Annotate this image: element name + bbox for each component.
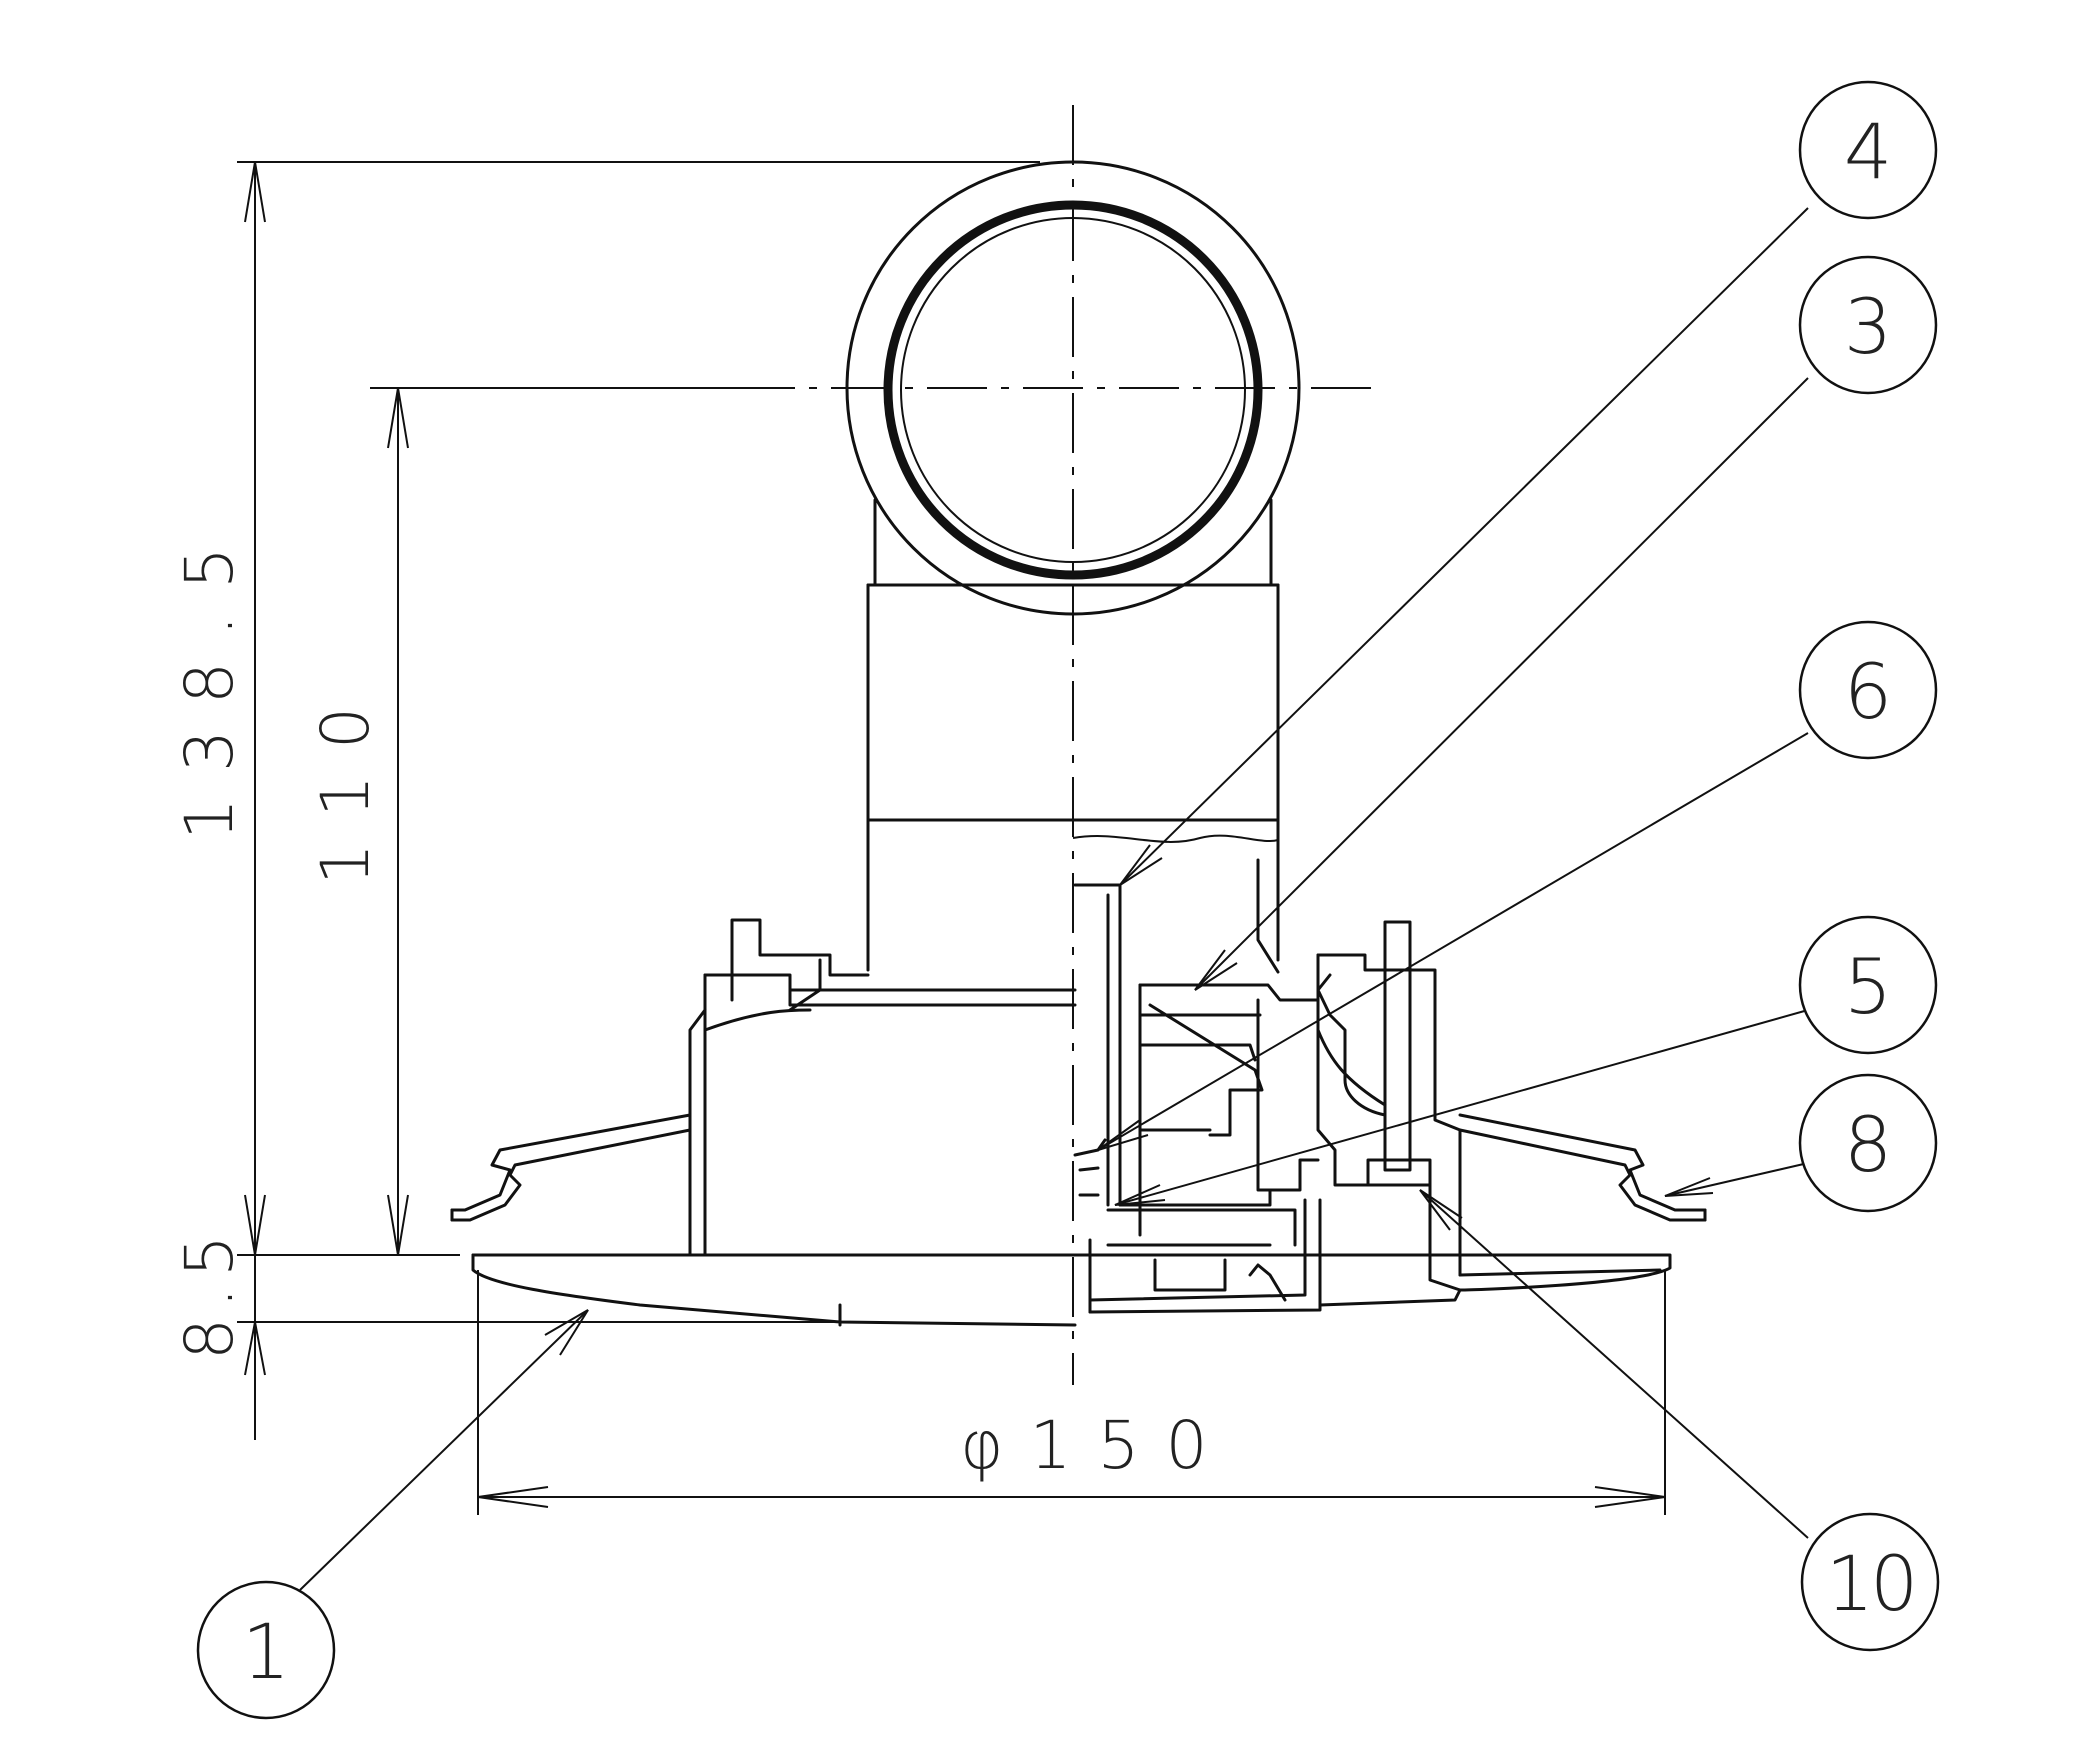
right-spring-clip xyxy=(1458,1113,1707,1222)
damper-mechanism xyxy=(1073,883,1322,1314)
dim-text-8-5-upper: 8.5 xyxy=(171,1225,248,1360)
callout-1: 1 xyxy=(196,1580,336,1720)
leader-lines xyxy=(299,207,1809,1591)
dimension-labels: 138.5 110 8.5 φ150 xyxy=(171,521,1234,1484)
callout-10-label: 10 xyxy=(1826,1539,1915,1628)
dim-overall-height xyxy=(237,161,1040,1440)
callout-3: 3 xyxy=(1798,255,1938,395)
left-spring-clip xyxy=(450,1113,692,1222)
dim-pipe-center-height xyxy=(370,387,735,1256)
callout-8-label: 8 xyxy=(1844,1100,1892,1189)
callout-6: 6 xyxy=(1798,620,1938,760)
callout-5: 5 xyxy=(1798,915,1938,1055)
pipe-elbow xyxy=(845,160,1301,616)
callout-5-label: 5 xyxy=(1844,942,1892,1031)
center-lines xyxy=(735,105,1380,1385)
right-housing xyxy=(1316,920,1462,1292)
flange xyxy=(471,1253,1672,1327)
dim-text-138-5: 138.5 xyxy=(171,521,248,840)
duct-body xyxy=(866,498,1280,974)
callout-4: 4 xyxy=(1798,80,1938,220)
dim-diameter xyxy=(477,1270,1666,1515)
callout-8: 8 xyxy=(1798,1073,1938,1213)
callout-1-label: 1 xyxy=(242,1607,290,1696)
callout-6-label: 6 xyxy=(1844,647,1892,736)
callout-3-label: 3 xyxy=(1844,282,1892,371)
left-housing xyxy=(688,918,1077,1257)
callout-4-label: 4 xyxy=(1844,107,1892,196)
dim-text-diameter: φ150 xyxy=(960,1407,1234,1484)
callout-10: 10 xyxy=(1800,1512,1940,1652)
dim-text-110: 110 xyxy=(307,681,384,885)
